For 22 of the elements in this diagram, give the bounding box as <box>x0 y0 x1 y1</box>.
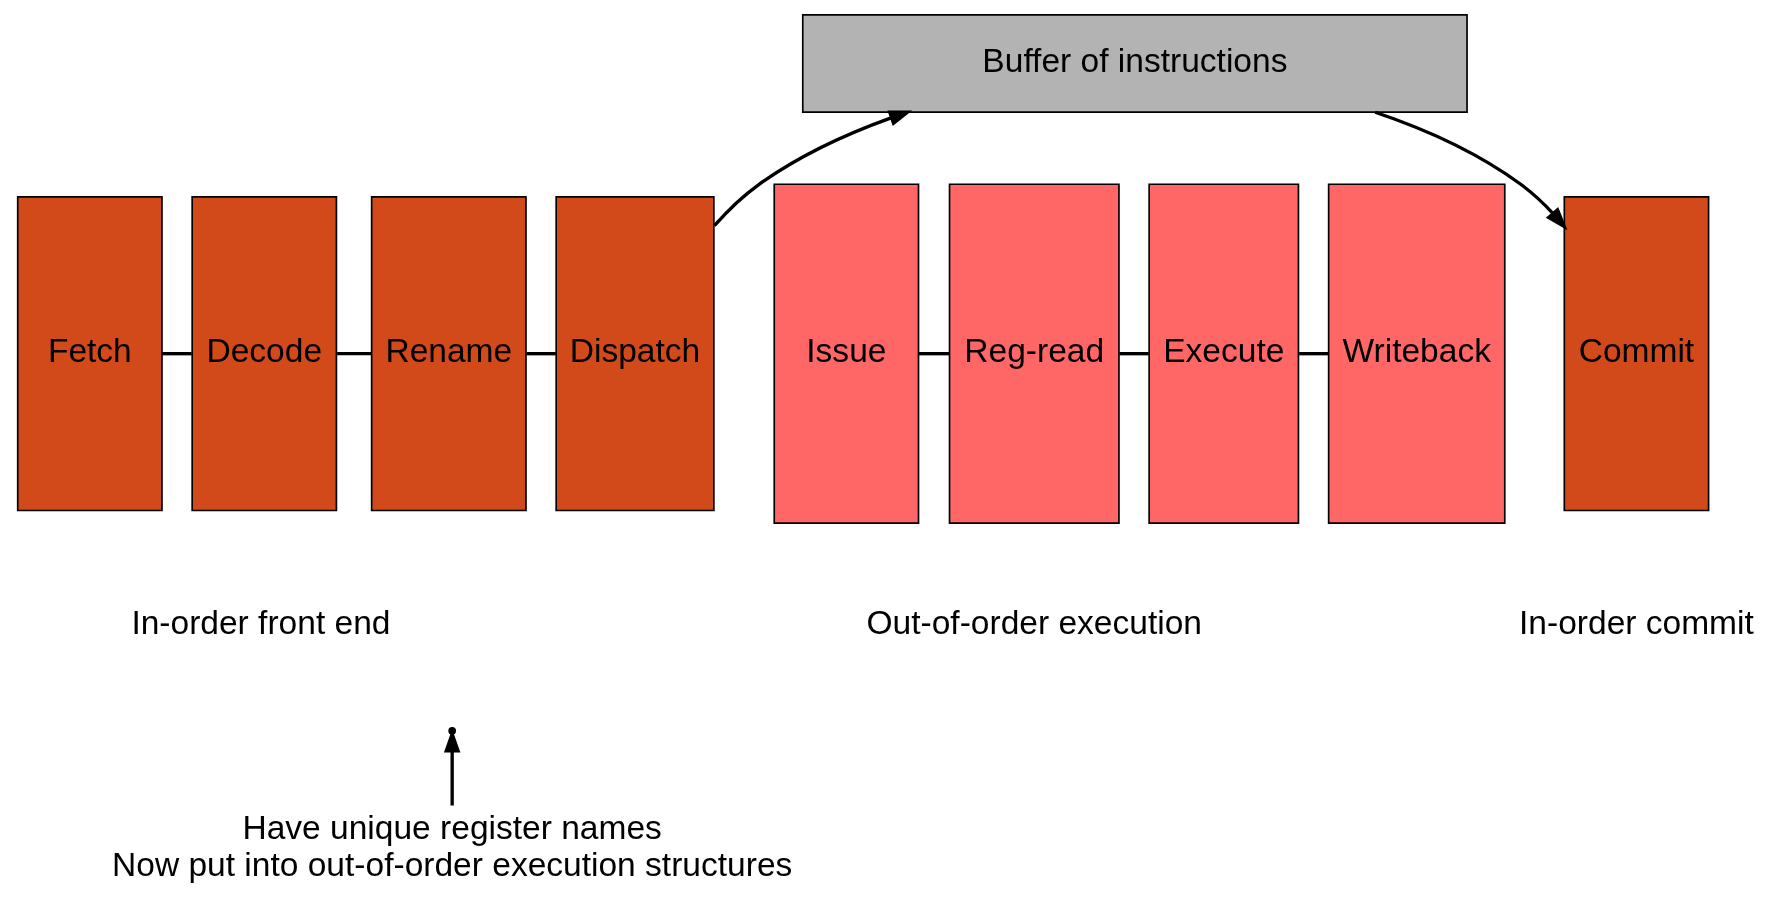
node-box: Writeback <box>1327 183 1506 524</box>
connector <box>162 352 192 356</box>
connector <box>526 352 556 356</box>
node-box: Buffer of instructions <box>801 14 1468 113</box>
connector <box>919 352 950 356</box>
connector <box>1119 352 1149 356</box>
label: In-order commit <box>1519 603 1754 641</box>
node-box: Reg-read <box>948 183 1120 524</box>
node-box: Execute <box>1148 183 1300 524</box>
node-box: Decode <box>191 196 338 512</box>
arrow <box>713 110 913 227</box>
node-box: Issue <box>773 183 920 524</box>
node-box: Commit <box>1563 196 1710 512</box>
label: In-order front end <box>131 603 391 641</box>
node-box: Fetch <box>16 196 163 512</box>
node-box: Rename <box>370 196 527 512</box>
node-text: Have unique register names Now put into out-of-order execution structures <box>112 809 793 884</box>
label: Out-of-order execution <box>866 603 1202 641</box>
arrow <box>1374 110 1568 231</box>
node-box: Dispatch <box>555 196 715 512</box>
connector <box>337 352 372 356</box>
connector <box>1299 352 1329 356</box>
